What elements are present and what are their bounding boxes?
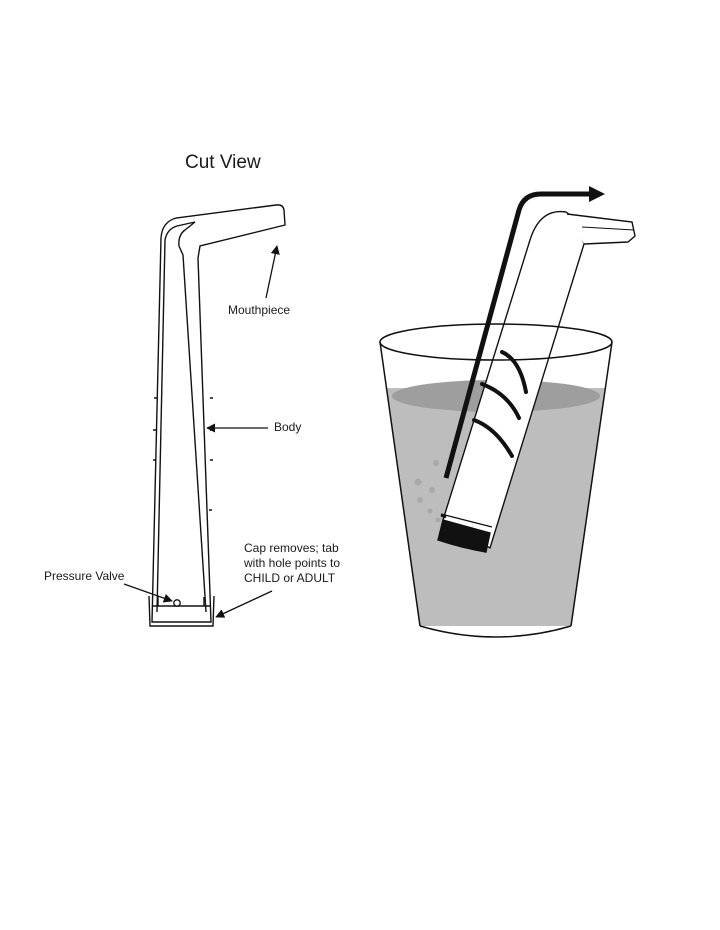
mouthpiece-arrow <box>265 245 280 299</box>
annotation-arrows <box>123 245 280 618</box>
cap-arrow <box>215 590 273 618</box>
cap-label-line-2: with hole points to <box>244 556 341 570</box>
cut-view-title: Cut View <box>185 152 261 173</box>
pressure-valve-arrow <box>123 583 173 603</box>
mouthpiece-label: Mouthpiece <box>228 303 291 317</box>
glass-base <box>419 625 572 638</box>
pressure-valve-label: Pressure Valve <box>44 569 125 583</box>
body-label: Body <box>274 420 302 434</box>
straw-inner-wall <box>156 221 207 613</box>
drinking-glass <box>379 323 613 638</box>
glass-straw <box>437 210 636 553</box>
cap-label: Cap removes; tab with hole points to CHI… <box>244 541 384 586</box>
cap-label-line-3: CHILD or ADULT <box>244 571 336 585</box>
cut-view-straw <box>148 204 286 627</box>
glass-straw-mouthpiece <box>566 213 636 245</box>
glass-straw-cap <box>437 519 491 553</box>
glass-walls <box>379 341 613 627</box>
water-bubbles <box>414 460 441 523</box>
flow-arrow <box>443 185 606 479</box>
cap-outline <box>148 595 215 627</box>
cap-label-line-1: Cap removes; tab <box>244 541 339 555</box>
pressure-valve-hole <box>173 599 181 607</box>
straw-outer-wall <box>151 204 286 623</box>
